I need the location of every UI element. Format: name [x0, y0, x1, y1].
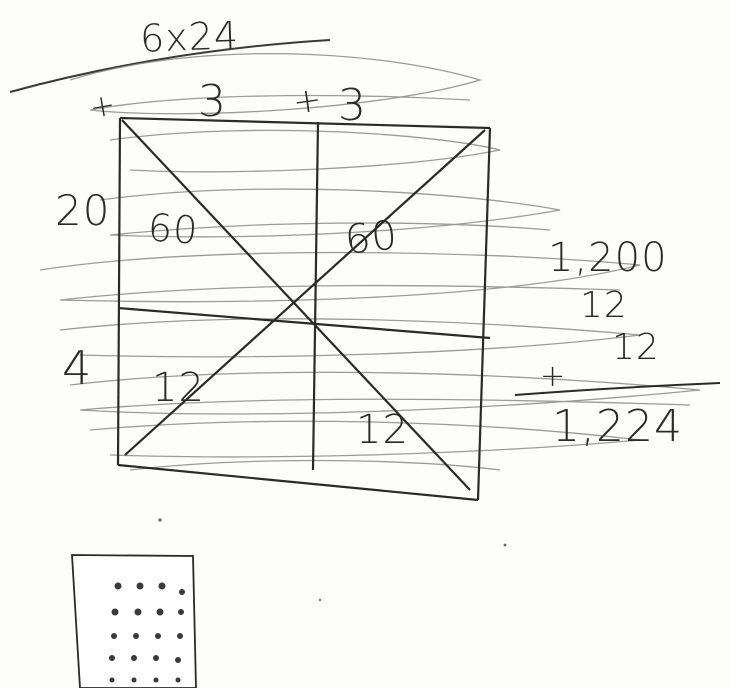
- problem-title: 6x24: [139, 16, 239, 57]
- area-model-box: [118, 118, 490, 500]
- left-plus-sign: +: [88, 90, 119, 124]
- box-left-edge: [118, 118, 120, 465]
- top-plus-sign: +: [291, 82, 325, 120]
- sum-plus-sign: +: [540, 362, 566, 392]
- cell-top-left: 60: [147, 208, 200, 249]
- cell-top-right: 60: [343, 215, 400, 260]
- side-label-top: 20: [55, 190, 110, 232]
- top-label-right: 3: [338, 84, 367, 128]
- stray-mark: [504, 544, 507, 547]
- cell-bottom-left: 12: [152, 368, 205, 408]
- box-vertical-divider: [313, 122, 318, 470]
- addend-2: 12: [580, 288, 628, 324]
- addend-3: 12: [612, 330, 660, 366]
- box-right-edge: [478, 128, 490, 500]
- top-label-left: 3: [198, 80, 227, 124]
- stray-mark: [158, 518, 161, 521]
- cell-bottom-right: 12: [356, 410, 409, 450]
- addend-1: 1,200: [548, 238, 668, 278]
- box-bottom-edge: [118, 465, 478, 500]
- side-label-bottom: 4: [62, 345, 92, 391]
- dot-card: [72, 555, 196, 688]
- diagonal-line-a: [122, 120, 470, 490]
- stray-mark: [319, 599, 321, 601]
- sum-total: 1,224: [552, 405, 683, 449]
